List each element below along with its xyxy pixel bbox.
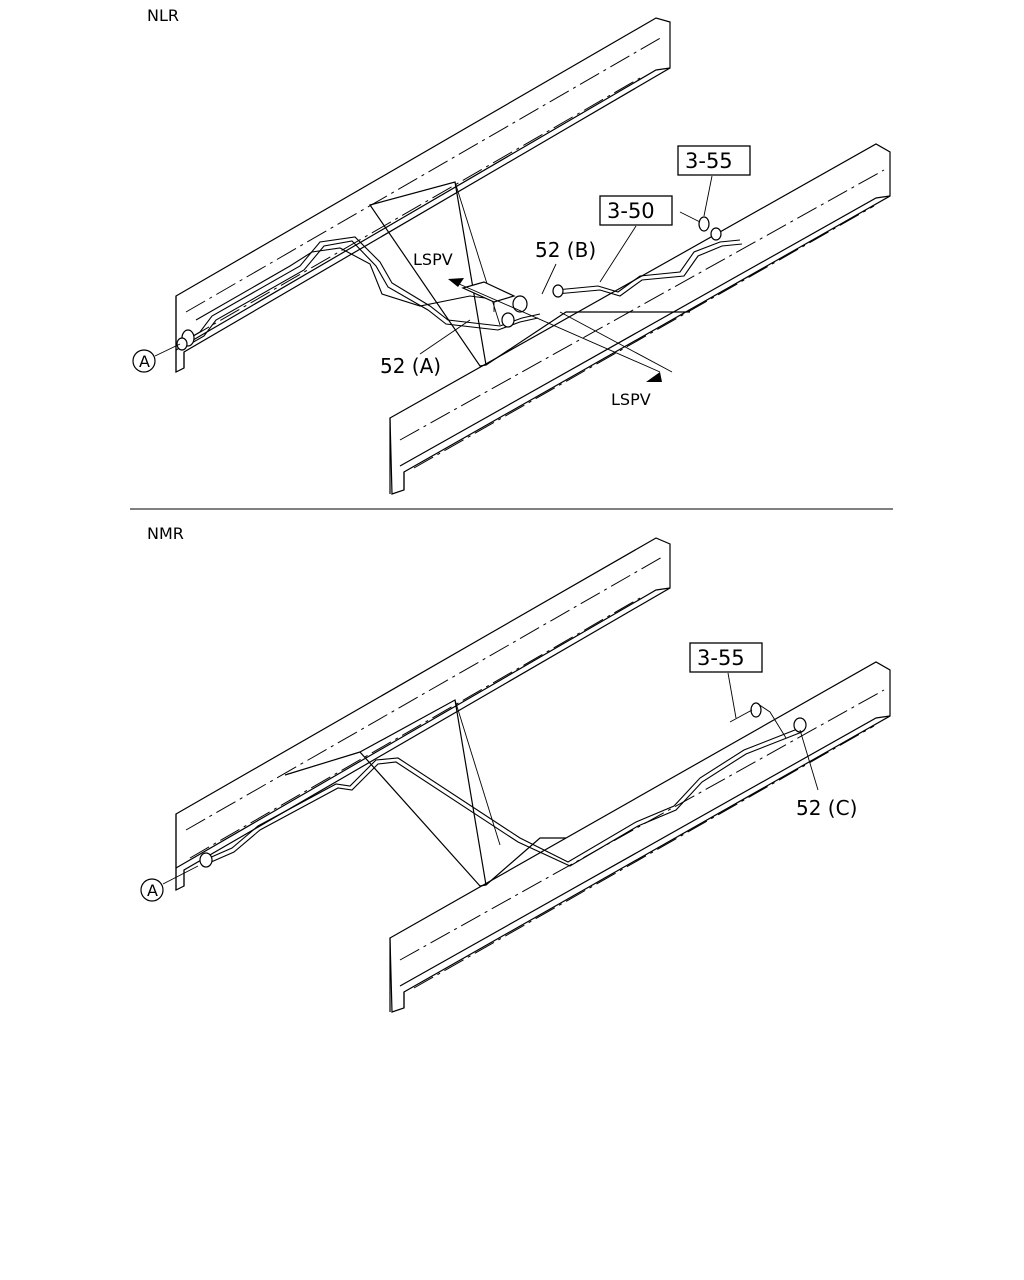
- frame-rail-left: [175, 17, 671, 373]
- ref-3-50: 3-50: [607, 199, 655, 223]
- ref-box-3-50[interactable]: [599, 195, 673, 226]
- lspv-arrow-lower: [646, 372, 662, 382]
- lspv-label-upper: LSPV: [413, 250, 453, 269]
- lspv-label-lower: LSPV: [611, 390, 651, 409]
- callout-52b: 52 (B): [535, 238, 596, 262]
- frame-rail-left-nmr: [175, 537, 671, 891]
- brake-pipe-nlr: [176, 211, 743, 351]
- section-nmr: NMR: [140, 524, 891, 1013]
- section-title-nlr: NLR: [147, 6, 179, 25]
- brake-pipe-nmr: [199, 702, 807, 868]
- circle-a-top-label: A: [139, 352, 150, 371]
- ref-3-55-top: 3-55: [685, 149, 733, 173]
- ref-box-3-55-bottom[interactable]: [689, 642, 763, 673]
- leader-52c: [799, 729, 819, 791]
- ref-box-3-55-top[interactable]: [677, 145, 751, 176]
- leader-52b: [541, 263, 557, 295]
- ref-3-55-bottom: 3-55: [697, 646, 745, 670]
- frame-rail-right-nmr: [389, 661, 891, 1013]
- circle-a-top: [132, 349, 156, 373]
- section-nlr: NLR: [132, 6, 891, 495]
- lspv-leader-upper: [449, 279, 661, 373]
- leader-52a: [419, 319, 471, 355]
- circle-a-bottom: [140, 878, 164, 902]
- circle-a-bottom-label: A: [147, 881, 158, 900]
- callout-52c: 52 (C): [796, 796, 857, 820]
- frame-rail-right: [389, 143, 891, 495]
- section-title-nmr: NMR: [147, 524, 184, 543]
- callout-52a: 52 (A): [380, 354, 441, 378]
- lspv-arrow-upper: [448, 278, 464, 287]
